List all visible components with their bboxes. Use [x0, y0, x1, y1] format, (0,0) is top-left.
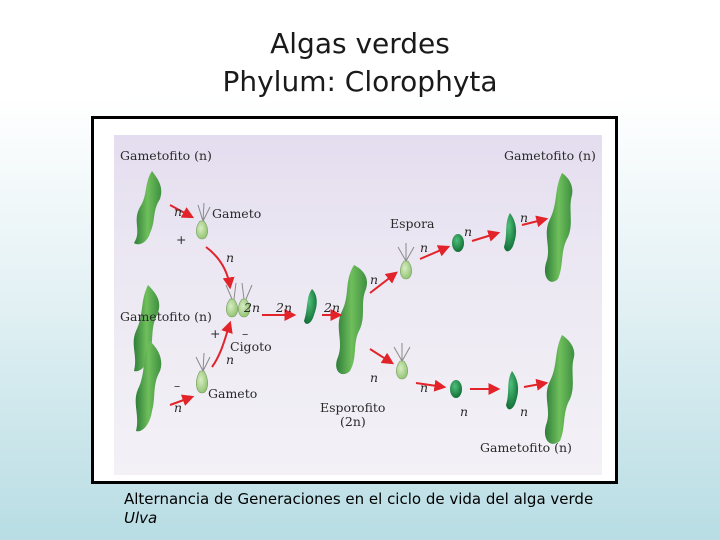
label-n-8: n [520, 210, 529, 225]
label-2n-3: 2n [324, 300, 341, 315]
label-n-11: n [460, 404, 469, 419]
label-2n-2: 2n [276, 300, 293, 315]
label-n-9: n [370, 370, 379, 385]
figure-background: Gametofito (n) Gametofito (n) Gametofito… [114, 135, 602, 475]
slide-title: Algas verdes [270, 27, 450, 60]
young-thallus-top [504, 213, 517, 252]
arrow-gamete-to-fusion-bottom [211, 320, 233, 368]
label-esporofito-ploidy: (2n) [340, 414, 366, 429]
label-n-7: n [464, 224, 473, 239]
label-n-1: n [174, 204, 183, 219]
spore-top [400, 260, 412, 280]
figure-caption: Alternancia de Generaciones en el ciclo … [124, 490, 624, 528]
label-gameto-bottom: Gameto [208, 386, 258, 401]
label-n-10: n [420, 380, 429, 395]
label-n-4: n [174, 400, 183, 415]
arrow-thallus-to-gamete-bottom [169, 394, 195, 406]
thallus-bottom-right [544, 335, 575, 444]
gamete-top-flagella [197, 202, 211, 222]
thallus-sporophyte [336, 265, 368, 375]
caption-genus: Ulva [124, 509, 158, 527]
arrow-sporophyte-to-spore-bottom [369, 348, 395, 365]
arrow-spore-to-cell-bottom [415, 379, 447, 392]
label-gametofito-mid-left: Gametofito (n) [120, 309, 212, 324]
label-cigoto: Cigoto [230, 339, 272, 354]
label-n-3: n [226, 352, 235, 367]
cell-top [452, 234, 464, 252]
label-minus-bottom: – [174, 378, 181, 393]
spore-top-flagella [397, 243, 415, 262]
zygote-germling [304, 289, 317, 324]
spore-bottom [396, 360, 408, 380]
gamete-top [196, 220, 208, 240]
label-esporofito: Esporofito [320, 400, 386, 415]
spore-bottom-flagella [393, 343, 411, 362]
fusing-gametes-flagella [225, 282, 253, 300]
thallus-mid-left [133, 285, 160, 372]
label-gametofito-bottom-right: Gametofito (n) [480, 440, 572, 455]
label-plus-mid: + [210, 326, 221, 341]
arrow-spore-to-cell-top [419, 245, 451, 260]
label-minus-mid: – [242, 326, 249, 341]
label-gametofito-top-left: Gametofito (n) [120, 148, 212, 163]
thallus-top-right [544, 173, 573, 282]
arrow-gamete-to-fusion-top [205, 246, 235, 290]
arrow-cell-to-young-top [471, 230, 501, 242]
thallus-bottom-left [135, 341, 162, 432]
label-2n-1: 2n [244, 300, 261, 315]
label-gameto-top: Gameto [212, 206, 262, 221]
slide-subtitle: Phylum: Clorophyta [222, 65, 498, 98]
label-gametofito-top-right: Gametofito (n) [504, 148, 596, 163]
arrow-sporophyte-to-spore-top [369, 271, 398, 294]
label-n-2: n [226, 250, 235, 265]
label-n-12: n [520, 404, 529, 419]
label-n-5: n [420, 240, 429, 255]
label-espora: Espora [390, 216, 435, 231]
arrow-young-to-gametophyte-bottom [523, 378, 549, 391]
gamete-bottom [196, 370, 208, 394]
thallus-top-left [134, 171, 162, 245]
life-cycle-figure: Gametofito (n) Gametofito (n) Gametofito… [91, 116, 618, 484]
life-cycle-diagram [133, 171, 575, 444]
cell-bottom [450, 380, 462, 398]
gamete-bottom-flagella [195, 352, 211, 372]
arrow-young-to-gametophyte-top [521, 215, 549, 228]
caption-text: Alternancia de Generaciones en el ciclo … [124, 490, 594, 508]
young-thallus-bottom [506, 371, 519, 410]
arrow-thallus-to-gamete-top [169, 204, 195, 219]
fusing-gametes [226, 298, 250, 318]
label-plus-top: + [176, 232, 187, 247]
label-n-6: n [370, 272, 379, 287]
